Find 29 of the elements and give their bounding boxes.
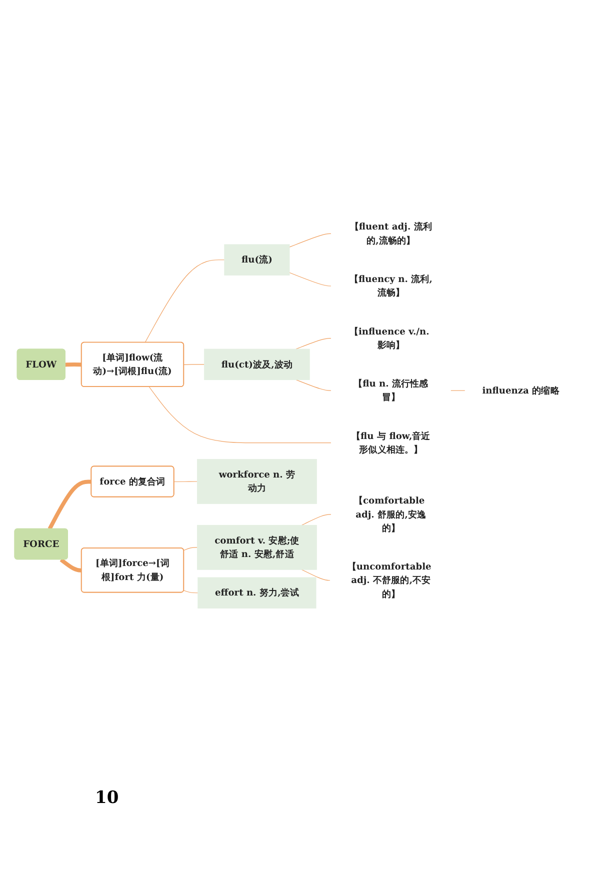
connector [174,480,198,482]
connector [289,272,332,286]
node-text: 【comfortable adj. 舒服的,安逸的】 [354,494,426,533]
node-text: 【uncomfortable adj. 不舒服的,不安的】 [347,560,432,599]
node-box: comfort v. 安慰;使舒适 n. 安慰,舒适 [197,524,317,570]
connector [64,362,82,366]
node-text: 【fluent adj. 流利的,流畅的】 [350,220,432,246]
node-box: flu(ct)波及,波动 [204,348,310,380]
connector [48,479,92,530]
connector [184,546,198,550]
connector [301,568,331,580]
connector [148,386,332,443]
node-text: 【flu n. 流行性感冒】 [353,378,428,402]
connector [289,232,332,247]
connector [184,364,205,365]
node-box: flu(流) [224,244,290,276]
node-text: 【influence v./n. 影响】 [349,325,430,350]
node-box: effort n. 努力,尝试 [198,576,316,608]
node-text: 【flu 与 flow,音近形似义相连。】 [351,430,430,454]
connector [60,558,82,572]
connector [296,379,332,390]
page-number: 10 [95,788,119,808]
node-text: 【fluency n. 流利,流畅】 [349,273,432,298]
connector [184,590,198,593]
connector [144,259,225,342]
connector [301,514,332,526]
node-box: workforce n. 劳动力 [197,458,317,504]
node-text: influenza 的缩略 [482,384,560,396]
connector [296,338,332,349]
